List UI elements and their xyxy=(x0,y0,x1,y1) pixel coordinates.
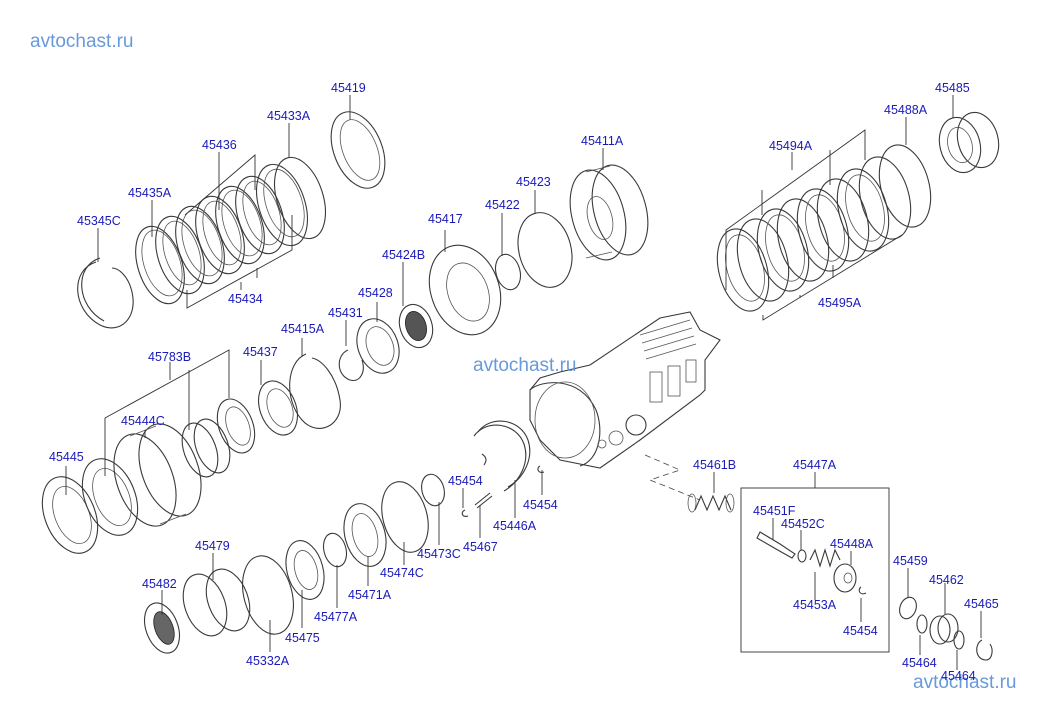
callout-45495A[interactable]: 45495A xyxy=(818,296,862,310)
pump-cover-45417 xyxy=(428,244,502,336)
callout-45477A[interactable]: 45477A xyxy=(314,610,358,624)
callout-45433A[interactable]: 45433A xyxy=(267,109,311,123)
callout-45459[interactable]: 45459 xyxy=(893,554,928,568)
callout-45436[interactable]: 45436 xyxy=(202,138,237,152)
callout-45451F[interactable]: 45451F xyxy=(753,504,796,518)
callout-45454-b[interactable]: 45454 xyxy=(523,498,558,512)
callout-45464-b[interactable]: 45464 xyxy=(941,669,976,683)
callout-45447A[interactable]: 45447A xyxy=(793,458,837,472)
plate-45488A xyxy=(878,144,932,228)
watermark: avtochast.ru xyxy=(913,672,1017,693)
callout-45424B[interactable]: 45424B xyxy=(382,248,426,262)
clutch-pack-left-mid xyxy=(41,380,298,554)
callout-45417[interactable]: 45417 xyxy=(428,212,463,226)
brake-band-45446A xyxy=(477,420,531,488)
callout-45446A[interactable]: 45446A xyxy=(493,519,537,533)
leader-lines-center-top xyxy=(301,148,604,356)
clutch-plates xyxy=(135,156,326,305)
snap-ring-45415A xyxy=(289,353,341,429)
o-ring-45332A xyxy=(242,555,294,635)
ring-45422 xyxy=(494,253,522,291)
transmission-case xyxy=(529,311,721,469)
callout-45454-kit[interactable]: 45454 xyxy=(843,624,878,638)
washer-45428 xyxy=(356,318,400,374)
leader-lines-lower-left xyxy=(161,502,440,652)
kit-45447A xyxy=(740,472,890,653)
callout-45783B[interactable]: 45783B xyxy=(148,350,192,364)
watermark: avtochast.ru xyxy=(30,31,134,52)
snap-ring-45431 xyxy=(338,349,364,382)
leader-lines-center xyxy=(462,470,543,538)
drum-45411A xyxy=(569,169,627,261)
callout-45454-a[interactable]: 45454 xyxy=(448,474,483,488)
ring-45419 xyxy=(330,111,386,189)
center-top-parts xyxy=(289,164,649,429)
lower-left-parts xyxy=(143,473,445,654)
spring-45461B xyxy=(687,472,735,513)
callout-45465[interactable]: 45465 xyxy=(964,597,999,611)
callout-45485[interactable]: 45485 xyxy=(935,81,970,95)
clutch-pack-upper-left xyxy=(77,111,386,329)
callout-45444C[interactable]: 45444C xyxy=(121,414,165,428)
callout-45422[interactable]: 45422 xyxy=(485,198,520,212)
piston-45462 xyxy=(929,615,951,645)
callout-45461B[interactable]: 45461B xyxy=(693,458,737,472)
clip-45454-b xyxy=(537,465,545,473)
callout-45473C[interactable]: 45473C xyxy=(417,547,461,561)
callout-45479[interactable]: 45479 xyxy=(195,539,230,553)
callout-45448A[interactable]: 45448A xyxy=(830,537,874,551)
callout-45415A[interactable]: 45415A xyxy=(281,322,325,336)
callout-45474C[interactable]: 45474C xyxy=(380,566,424,580)
callout-45464[interactable]: 45464 xyxy=(902,656,937,670)
snap-ring-45345C xyxy=(77,261,134,329)
callout-45482[interactable]: 45482 xyxy=(142,577,177,591)
callout-45471A[interactable]: 45471A xyxy=(348,588,392,602)
ring-45477A xyxy=(322,532,348,568)
callout-45462[interactable]: 45462 xyxy=(929,573,964,587)
drum-45444C xyxy=(113,433,177,527)
callout-45434[interactable]: 45434 xyxy=(228,292,263,306)
callout-45345C[interactable]: 45345C xyxy=(77,214,121,228)
callout-45494A[interactable]: 45494A xyxy=(769,139,813,153)
callout-45437[interactable]: 45437 xyxy=(243,345,278,359)
plate-45437 xyxy=(258,380,298,436)
callout-45419[interactable]: 45419 xyxy=(331,81,366,95)
clip-45454 xyxy=(461,509,469,517)
callout-45445[interactable]: 45445 xyxy=(49,450,84,464)
band-and-pins xyxy=(461,420,545,517)
callout-45488A[interactable]: 45488A xyxy=(884,103,928,117)
callout-45467[interactable]: 45467 xyxy=(463,540,498,554)
callout-45452C[interactable]: 45452C xyxy=(781,517,825,531)
callout-45423[interactable]: 45423 xyxy=(516,175,551,189)
piston-45475 xyxy=(285,540,325,600)
callout-45411A[interactable]: 45411A xyxy=(581,134,624,148)
seal-45459 xyxy=(899,596,917,620)
ring-gear-45479 xyxy=(182,573,228,637)
callout-45475[interactable]: 45475 xyxy=(285,631,320,645)
o-ring-45464 xyxy=(916,614,928,634)
watermark: avtochast.ru xyxy=(473,355,577,376)
o-ring-45474C xyxy=(381,481,429,553)
leader-lines-upper-right xyxy=(725,95,954,321)
right-bottom-parts xyxy=(899,568,993,670)
callout-45453A[interactable]: 45453A xyxy=(793,598,837,612)
leader-lines-left-mid xyxy=(65,349,262,495)
retainer-45471A xyxy=(343,503,387,567)
pin-45467 xyxy=(474,492,491,506)
thrust-washer-45445 xyxy=(41,476,99,554)
clutch-pack-upper-right xyxy=(716,111,1000,312)
leader-lines-upper-left xyxy=(97,95,351,309)
callout-45428[interactable]: 45428 xyxy=(358,286,393,300)
dashed-connector xyxy=(644,454,701,501)
gear-45482 xyxy=(143,602,181,654)
bearing-45424B xyxy=(398,303,434,349)
callout-45431[interactable]: 45431 xyxy=(328,306,363,320)
callout-45332A[interactable]: 45332A xyxy=(246,654,290,668)
ring-45473C xyxy=(421,473,445,507)
callout-45435A[interactable]: 45435A xyxy=(128,186,172,200)
